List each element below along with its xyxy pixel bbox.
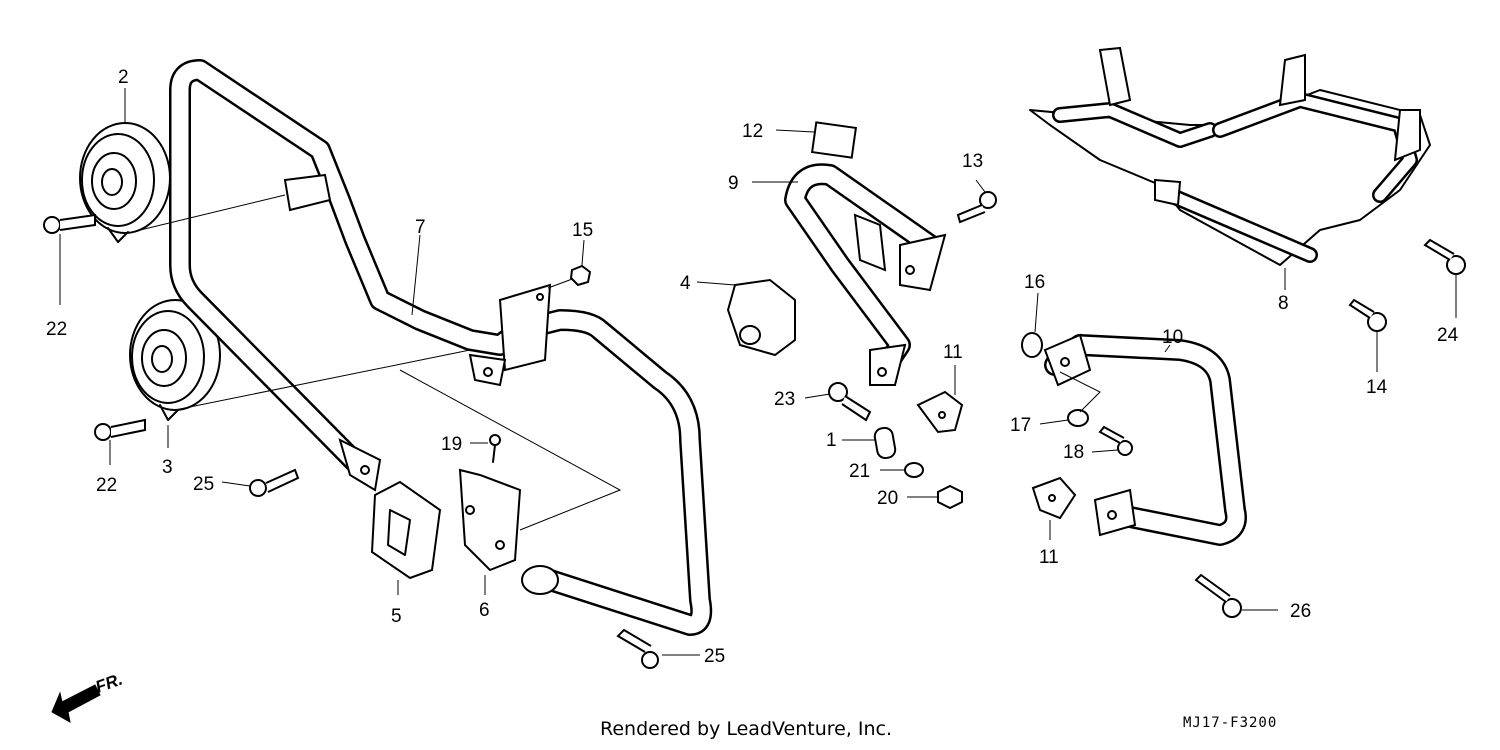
frame-8[interactable]: [1029, 46, 1431, 266]
bolt-22-upper[interactable]: [43, 213, 96, 234]
label-12: [810, 121, 858, 159]
washer-16[interactable]: [1021, 332, 1043, 358]
callout-7: 7: [415, 217, 426, 238]
callout-18: 18: [1063, 442, 1084, 463]
front-marker-label: FR.: [93, 670, 125, 697]
bolt-22-lower[interactable]: [94, 418, 146, 441]
callout-22-upper: 22: [46, 319, 67, 340]
engine-guard-9[interactable]: [784, 163, 947, 386]
bolt-23[interactable]: [828, 382, 872, 422]
callout-16: 16: [1024, 272, 1045, 293]
callout-5: 5: [391, 606, 402, 627]
callout-17: 17: [1010, 415, 1031, 436]
callout-19: 19: [441, 434, 462, 455]
front-direction-arrow-icon: FR.: [51, 670, 125, 723]
callout-leaders: [59, 88, 1457, 656]
bolt-25-bottom[interactable]: [616, 628, 659, 669]
callout-24: 24: [1437, 325, 1459, 346]
callout-15: 15: [572, 220, 593, 241]
callout-labels: 2 22 22 3 25 7 15 19 5 6 25 4 12 9 13 23…: [46, 67, 1459, 667]
callout-2: 2: [118, 67, 129, 88]
callout-10: 10: [1162, 327, 1183, 348]
callout-4: 4: [680, 273, 691, 294]
callout-14: 14: [1366, 377, 1388, 398]
diagram-code: MJ17-F3200: [1183, 715, 1278, 731]
callout-20: 20: [877, 488, 898, 509]
bolt-18[interactable]: [1098, 425, 1133, 456]
engine-guard-10[interactable]: [1043, 333, 1247, 546]
bracket-11-upper[interactable]: [916, 390, 964, 434]
callout-6: 6: [479, 600, 490, 621]
engine-guard-left[interactable]: [169, 59, 713, 636]
screw-19[interactable]: [489, 434, 501, 463]
callout-9: 9: [728, 173, 739, 194]
relay-box-5[interactable]: [370, 480, 442, 580]
washer-17[interactable]: [1067, 409, 1089, 427]
bracket-11-lower[interactable]: [1031, 476, 1077, 520]
render-credit: Rendered by LeadVenture, Inc.: [600, 718, 893, 740]
callout-22-lower: 22: [96, 475, 117, 496]
bracket-6[interactable]: [458, 468, 522, 572]
callout-11-lower: 11: [1039, 547, 1059, 568]
callout-8: 8: [1278, 293, 1289, 314]
callout-25-left: 25: [193, 474, 214, 495]
callout-13: 13: [962, 151, 983, 172]
collar-1[interactable]: [873, 426, 897, 460]
callout-23: 23: [774, 389, 795, 410]
bolt-13[interactable]: [956, 191, 997, 224]
bolt-26[interactable]: [1194, 573, 1242, 618]
bolt-14[interactable]: [1348, 298, 1387, 332]
callout-11-upper: 11: [943, 342, 963, 363]
callout-1: 1: [826, 430, 837, 451]
bolt-24[interactable]: [1423, 238, 1466, 275]
callout-25-bottom: 25: [704, 646, 725, 667]
callout-26: 26: [1290, 601, 1311, 622]
cap-4[interactable]: [726, 278, 796, 357]
horn-lower[interactable]: [129, 299, 221, 421]
nut-15[interactable]: [569, 264, 592, 287]
bolt-25-left[interactable]: [249, 468, 300, 497]
nut-20[interactable]: [937, 484, 963, 510]
callout-12: 12: [742, 121, 763, 142]
washer-21[interactable]: [904, 462, 924, 478]
callout-3: 3: [162, 457, 173, 478]
callout-21: 21: [849, 461, 870, 482]
